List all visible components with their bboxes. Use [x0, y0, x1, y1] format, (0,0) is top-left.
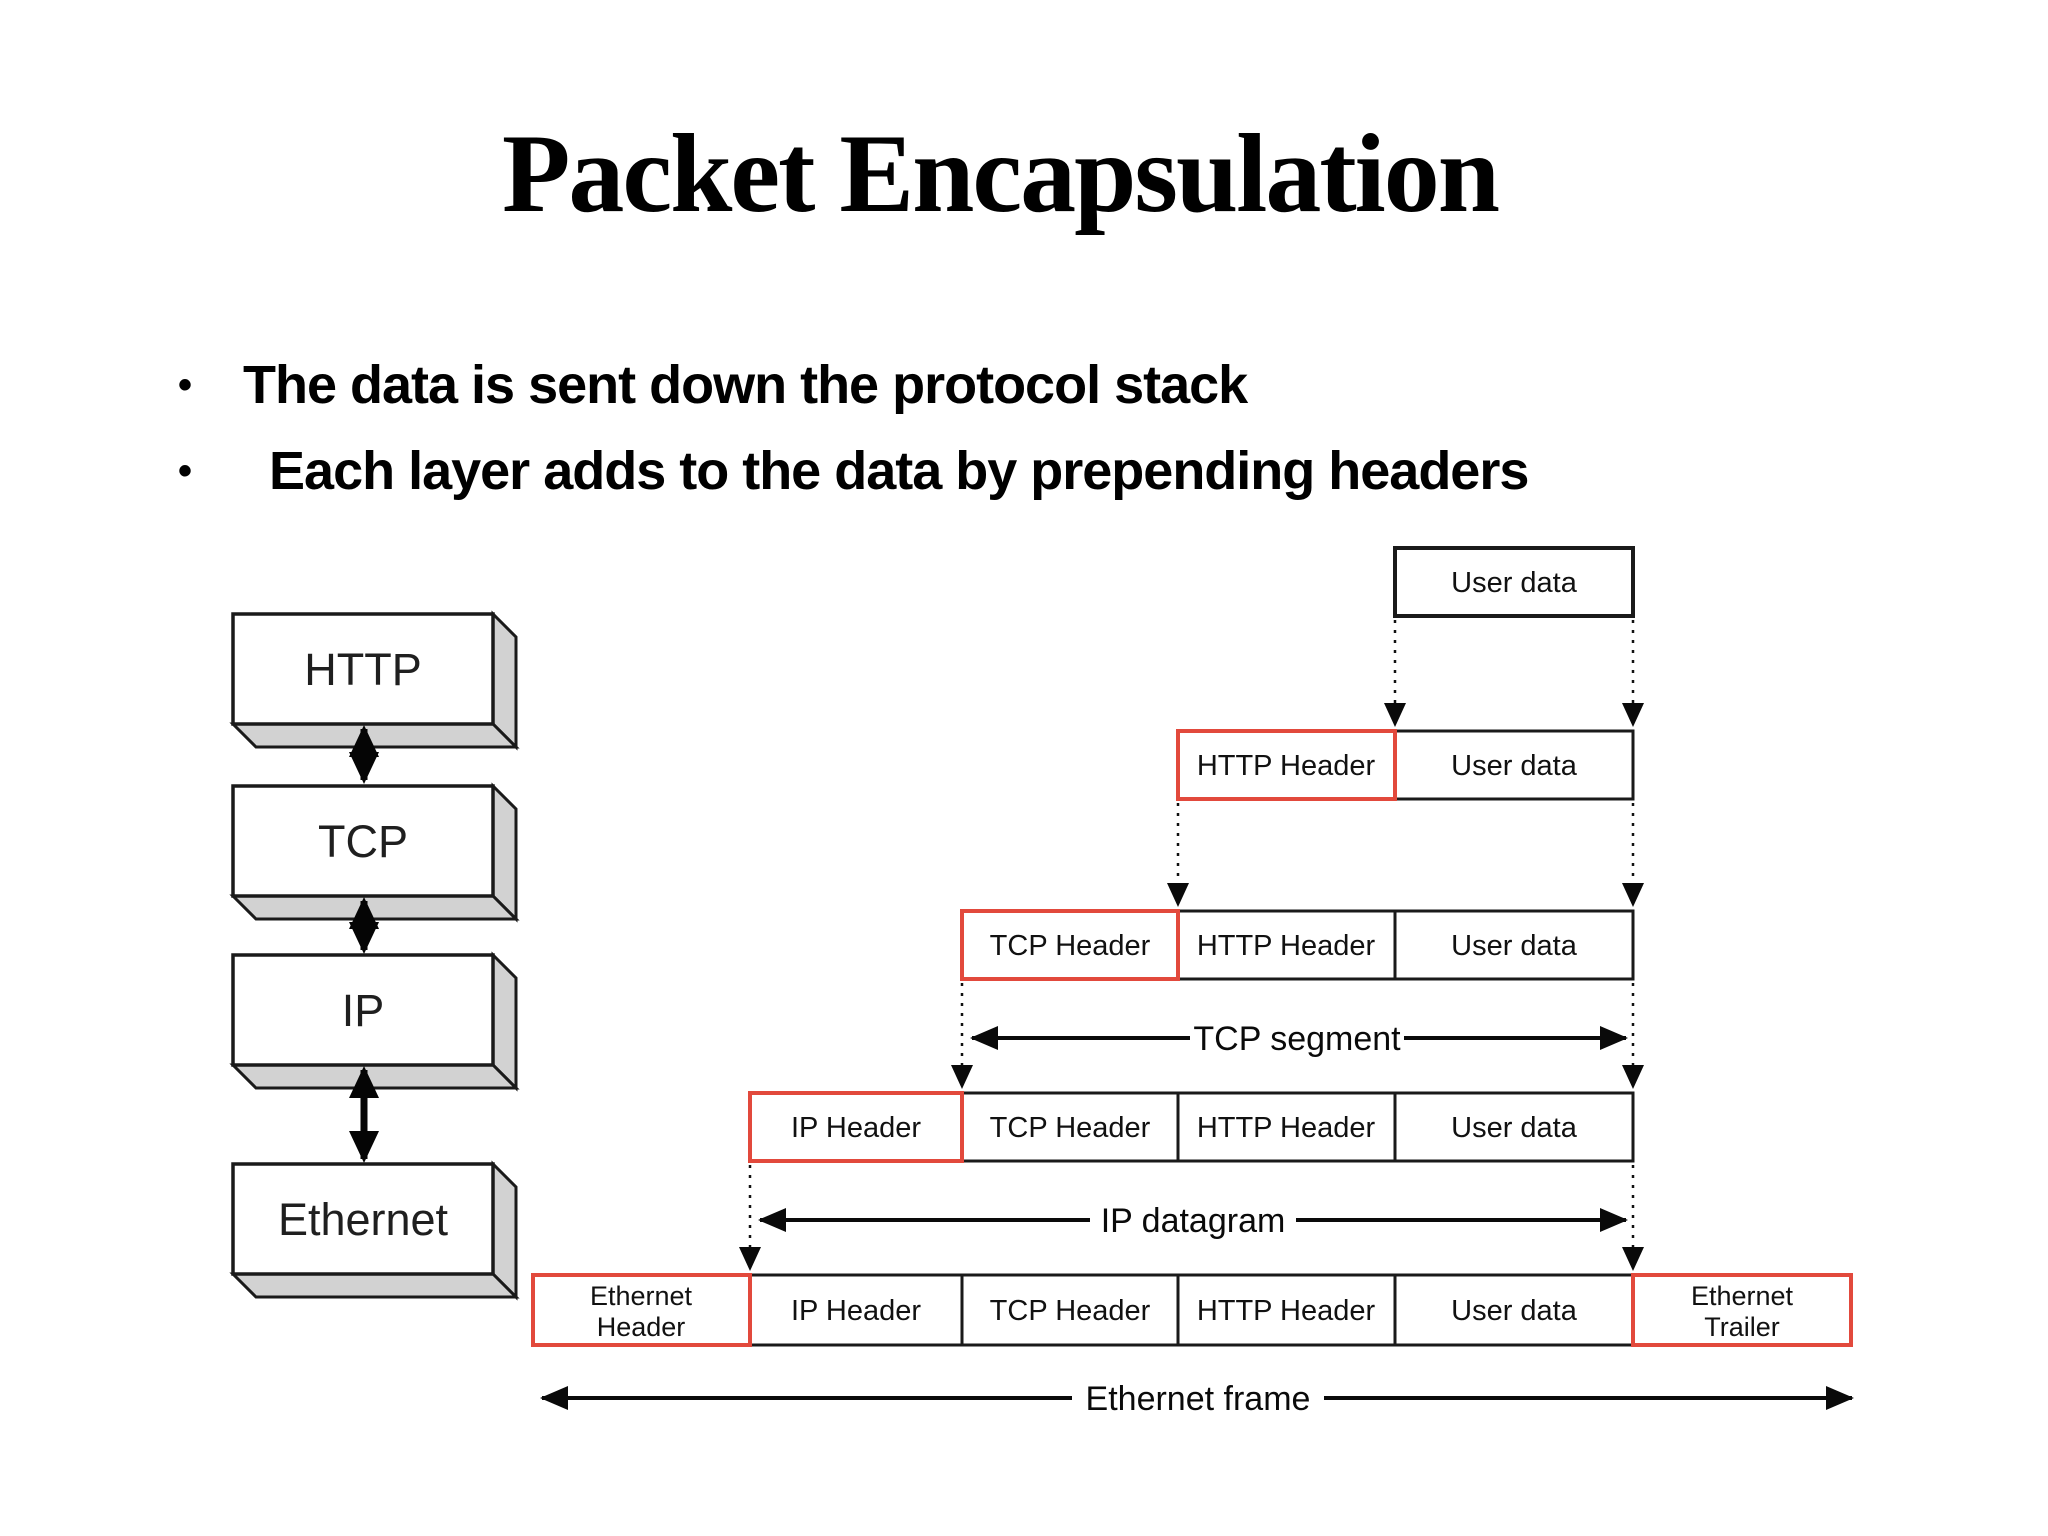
cell-label: User data	[1451, 1112, 1578, 1144]
protocol-stack: HTTP TCP IP	[229, 610, 520, 1301]
stack-label: TCP	[318, 816, 408, 867]
stack-label: HTTP	[304, 644, 422, 695]
bullet-text: Each layer adds to the data by prependin…	[269, 441, 1529, 501]
cell-label: User data	[1451, 1295, 1578, 1327]
encap-row-2: HTTP Header User data	[1176, 729, 1635, 801]
box-front-face	[231, 953, 495, 1067]
cell-label: HTTP Header	[1197, 1112, 1376, 1144]
cell-user-data	[1393, 1091, 1635, 1163]
encap-row-4: IP Header TCP Header HTTP Header User da…	[748, 1091, 1635, 1163]
encap-row-1: User data	[1393, 546, 1635, 618]
cell-ip-header	[748, 1091, 964, 1163]
cell-label-line1: Ethernet	[1691, 1281, 1794, 1311]
cell-label-line2: Header	[597, 1312, 686, 1342]
box-front-face	[231, 784, 495, 898]
ethernet-frame-span: Ethernet frame	[540, 1376, 1854, 1420]
box-front-face	[231, 612, 495, 726]
cell-user-data	[1393, 909, 1635, 981]
encap-row-5: Ethernet Header IP Header TCP Header HTT…	[531, 1273, 1853, 1347]
cell-label: HTTP Header	[1197, 930, 1376, 962]
cell-http-header	[1176, 1091, 1397, 1163]
cell-tcp-header	[960, 1273, 1180, 1347]
cell-label: IP Header	[791, 1295, 921, 1327]
encap-row-3: TCP Header HTTP Header User data	[960, 909, 1635, 981]
cell-ethernet-trailer	[1631, 1273, 1853, 1347]
ethernet-frame-label: Ethernet frame	[1086, 1380, 1311, 1418]
ip-datagram-label: IP datagram	[1101, 1202, 1286, 1240]
span-label-bg	[1190, 1016, 1404, 1060]
page-title: Packet Encapsulation	[501, 112, 1500, 236]
cell-http-header	[1176, 729, 1397, 801]
cell-user-data	[1393, 1273, 1635, 1347]
cell-user-data	[1393, 546, 1635, 618]
box-bottom-face	[229, 1063, 520, 1090]
span-label-bg	[1090, 1198, 1296, 1242]
cell-label-line2: Trailer	[1704, 1312, 1780, 1342]
bullet-text: The data is sent down the protocol stack	[243, 355, 1248, 415]
cell-user-data	[1393, 729, 1635, 801]
stack-box-tcp: TCP	[229, 782, 520, 923]
stack-box-ethernet: Ethernet	[229, 1160, 520, 1301]
bullet-item: • The data is sent down the protocol sta…	[178, 354, 1248, 416]
cell-label: TCP Header	[990, 1295, 1151, 1327]
box-bottom-face	[229, 722, 520, 749]
cell-label-line1: Ethernet	[590, 1281, 693, 1311]
bullet-dot-icon: •	[178, 449, 192, 493]
stack-box-http: HTTP	[229, 610, 520, 751]
tcp-segment-span: TCP segment	[970, 1016, 1628, 1060]
cell-tcp-header	[960, 909, 1180, 981]
cell-ethernet-header	[531, 1273, 752, 1347]
box-front-face	[231, 1162, 495, 1276]
bullet-dot-icon: •	[178, 363, 192, 407]
cell-tcp-header	[960, 1091, 1180, 1163]
span-label-bg	[1072, 1376, 1324, 1420]
box-bottom-face	[229, 894, 520, 921]
ip-datagram-span: IP datagram	[758, 1198, 1628, 1242]
cell-label: HTTP Header	[1197, 1295, 1376, 1327]
box-bottom-face	[229, 1272, 520, 1299]
bullet-item: • Each layer adds to the data by prepend…	[178, 440, 1529, 502]
cell-label: HTTP Header	[1197, 750, 1376, 782]
stack-box-ip: IP	[229, 951, 520, 1092]
cell-label: User data	[1451, 930, 1578, 962]
cell-label: TCP Header	[990, 930, 1151, 962]
cell-label: User data	[1451, 750, 1578, 782]
tcp-segment-label: TCP segment	[1193, 1020, 1401, 1058]
stack-label: IP	[342, 985, 385, 1036]
cell-label: User data	[1451, 567, 1578, 599]
cell-label: IP Header	[791, 1112, 921, 1144]
cell-label: TCP Header	[990, 1112, 1151, 1144]
stack-label: Ethernet	[278, 1194, 449, 1245]
